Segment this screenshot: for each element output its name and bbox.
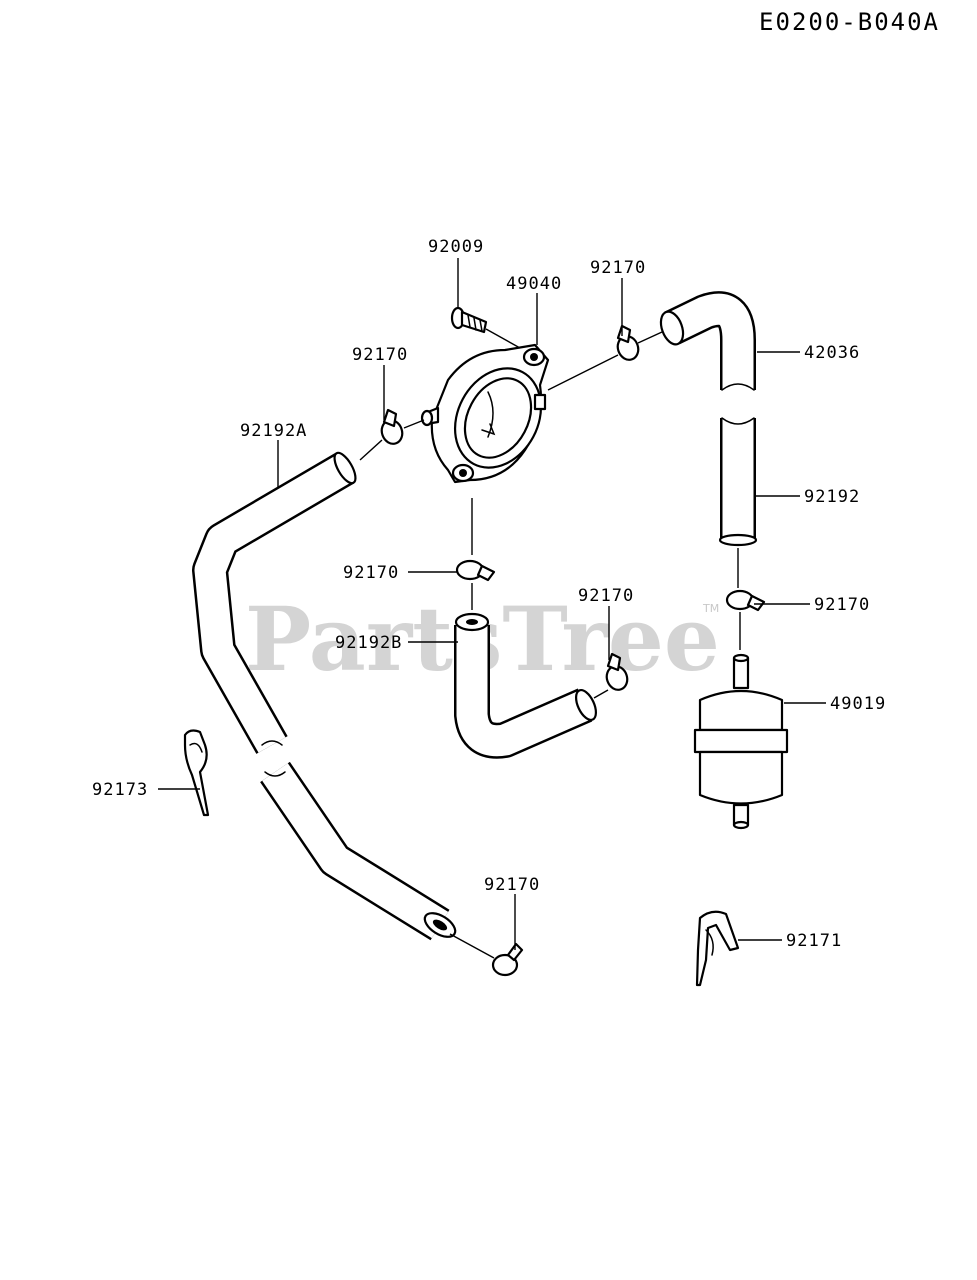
leader-lines <box>158 258 826 959</box>
label-92192a: 92192A <box>240 421 307 441</box>
label-92170-pump-inlet: 92170 <box>352 345 408 365</box>
hose-92192 <box>718 417 758 547</box>
watermark-tm: TM <box>702 602 719 615</box>
clamp-pump-bottom <box>455 559 496 582</box>
clip-92171 <box>695 910 740 987</box>
label-42036: 42036 <box>804 343 860 363</box>
label-49040: 49040 <box>506 274 562 294</box>
label-92009: 92009 <box>428 237 484 257</box>
label-92170-pump-outlet: 92170 <box>590 258 646 278</box>
screw-92009 <box>450 306 488 334</box>
label-92170-hose-b: 92170 <box>578 586 634 606</box>
hose-92192a <box>192 451 457 941</box>
label-92170-pump-bottom: 92170 <box>343 563 399 583</box>
diagram-code: E0200-B040A <box>759 8 940 36</box>
clamp-pump-inlet <box>380 408 404 445</box>
clamp-lower <box>491 942 524 977</box>
clamp-pump-outlet <box>616 324 640 361</box>
fuel-pump-49040 <box>420 343 550 484</box>
label-49019: 49019 <box>830 694 886 714</box>
label-92192: 92192 <box>804 487 860 507</box>
fuel-filter-49019 <box>693 653 789 830</box>
label-92170-filter-top: 92170 <box>814 595 870 615</box>
label-92192b: 92192B <box>335 633 402 653</box>
label-92171: 92171 <box>786 931 842 951</box>
clamp-filter-top <box>725 589 766 612</box>
hose-42036 <box>659 291 756 391</box>
hose-92192b <box>454 612 598 759</box>
clamp-hose-b <box>605 652 629 691</box>
label-92173: 92173 <box>92 780 148 800</box>
clip-92173 <box>183 729 210 817</box>
label-92170-lower: 92170 <box>484 875 540 895</box>
